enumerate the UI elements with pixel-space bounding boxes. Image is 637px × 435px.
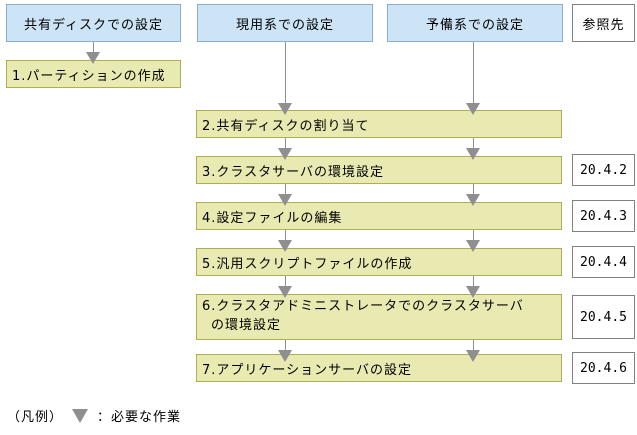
down-arrow-icon — [466, 148, 480, 160]
column-header-label: 予備系での設定 — [425, 17, 524, 33]
step-label: 5.汎用スクリプトファイルの作成 — [202, 256, 413, 272]
down-arrow-icon — [278, 194, 292, 206]
required-work-arrow-icon — [72, 408, 89, 423]
flow-line — [285, 184, 286, 195]
down-arrow-icon — [278, 103, 292, 115]
reference-box-step7: 20.4.6 — [572, 352, 635, 384]
down-arrow-icon — [278, 240, 292, 252]
step-label: 7.アプリケーションサーバの設定 — [202, 362, 413, 378]
flow-line — [285, 230, 286, 241]
step-box-2-shared-disk-assignment: 2.共有ディスクの割り当て — [196, 110, 562, 138]
step-label: 4.設定ファイルの編集 — [202, 210, 343, 226]
flow-line — [473, 276, 474, 287]
reference-value: 20.4.4 — [580, 254, 627, 270]
step-label: 1.パーティションの作成 — [12, 68, 166, 84]
down-arrow-icon — [466, 103, 480, 115]
step-box-1-partition-creation: 1.パーティションの作成 — [6, 60, 181, 88]
step-box-5-generic-script-creation: 5.汎用スクリプトファイルの作成 — [196, 248, 562, 276]
down-arrow-icon — [278, 286, 292, 298]
down-arrow-icon — [466, 350, 480, 362]
flow-line — [285, 138, 286, 149]
column-header-label: 共有ディスクでの設定 — [23, 17, 164, 33]
legend-title: （凡例） — [7, 410, 64, 425]
step-box-6-cluster-administrator-env: 6.クラスタアドミニストレータでのクラスタサーバ の環境設定 — [196, 294, 562, 340]
down-arrow-icon — [86, 52, 100, 64]
down-arrow-icon — [466, 286, 480, 298]
reference-box-step4: 20.4.3 — [572, 200, 635, 232]
step-box-4-config-file-edit: 4.設定ファイルの編集 — [196, 202, 562, 230]
step-label: 3.クラスタサーバの環境設定 — [202, 164, 385, 180]
reference-value: 20.4.6 — [580, 360, 627, 376]
flow-line — [285, 42, 286, 104]
column-header-active-system: 現用系での設定 — [197, 4, 373, 42]
step-label-line1: 6.クラスタアドミニストレータでのクラスタサーバ — [202, 299, 524, 315]
reference-box-step3: 20.4.2 — [572, 154, 635, 186]
reference-box-step5: 20.4.4 — [572, 246, 635, 278]
flow-line — [93, 42, 94, 53]
column-header-label: 現用系での設定 — [235, 17, 334, 33]
flow-line — [285, 340, 286, 351]
reference-value: 20.4.2 — [580, 162, 627, 178]
step-label-line2: の環境設定 — [211, 318, 282, 333]
legend: （凡例） ：必要な作業 — [7, 406, 181, 425]
down-arrow-icon — [278, 350, 292, 362]
reference-value: 20.4.5 — [580, 309, 627, 325]
down-arrow-icon — [466, 194, 480, 206]
down-arrow-icon — [466, 240, 480, 252]
step-label: 2.共有ディスクの割り当て — [202, 118, 370, 134]
column-header-standby-system: 予備系での設定 — [387, 4, 563, 42]
flow-line — [473, 340, 474, 351]
reference-value: 20.4.3 — [580, 208, 627, 224]
reference-box-step6: 20.4.5 — [572, 295, 635, 339]
legend-label: ：必要な作業 — [97, 410, 182, 425]
flow-line — [473, 230, 474, 241]
step-box-3-cluster-server-env: 3.クラスタサーバの環境設定 — [196, 156, 562, 184]
reference-header-label: 参照先 — [582, 17, 625, 33]
flow-line — [473, 184, 474, 195]
flow-line — [473, 42, 474, 104]
step-box-7-application-server-setup: 7.アプリケーションサーバの設定 — [196, 354, 562, 382]
down-arrow-icon — [278, 148, 292, 160]
column-header-shared-disk: 共有ディスクでの設定 — [6, 4, 181, 42]
flow-line — [285, 276, 286, 287]
flow-line — [473, 138, 474, 149]
reference-column-header: 参照先 — [572, 4, 635, 42]
